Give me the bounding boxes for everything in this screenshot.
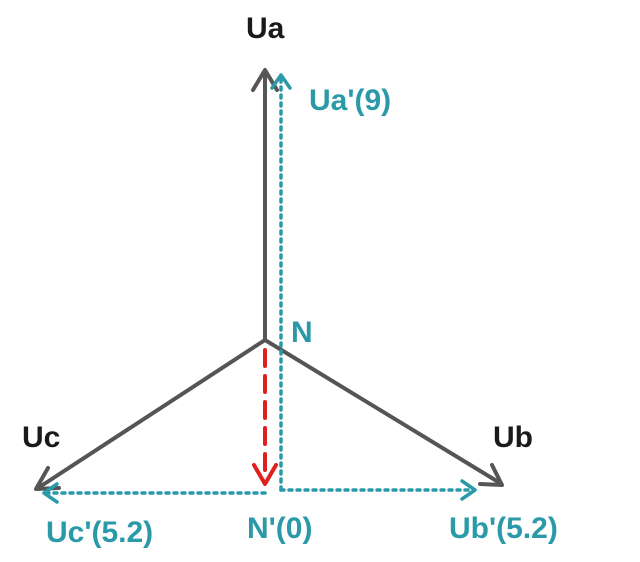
vector-ub-prime-arrowhead <box>460 479 477 501</box>
vector-uc <box>36 338 267 490</box>
label-ua-prime: Ua'(9) <box>309 84 391 117</box>
neutral-shift-arrowhead <box>252 463 278 486</box>
shifted-vectors <box>43 76 474 495</box>
label-ua: Ua <box>246 12 285 45</box>
label-ub-prime: Ub'(5.2) <box>449 512 558 545</box>
label-uc-prime: Uc'(5.2) <box>46 516 153 549</box>
label-n-prime: N'(0) <box>247 512 312 545</box>
label-uc: Uc <box>22 421 60 454</box>
label-n: N <box>291 316 313 349</box>
label-ub: Ub <box>493 421 533 454</box>
vector-ua-arrowhead <box>251 68 279 92</box>
phase-vectors <box>34 68 504 491</box>
shifted-arrowheads <box>42 73 477 504</box>
vector-ub <box>263 338 502 485</box>
neutral-shift <box>252 348 278 486</box>
vector-uc-prime-arrowhead <box>42 482 59 504</box>
vector-ub-arrowhead <box>478 463 504 487</box>
vector-ua-prime-arrowhead <box>270 73 292 90</box>
